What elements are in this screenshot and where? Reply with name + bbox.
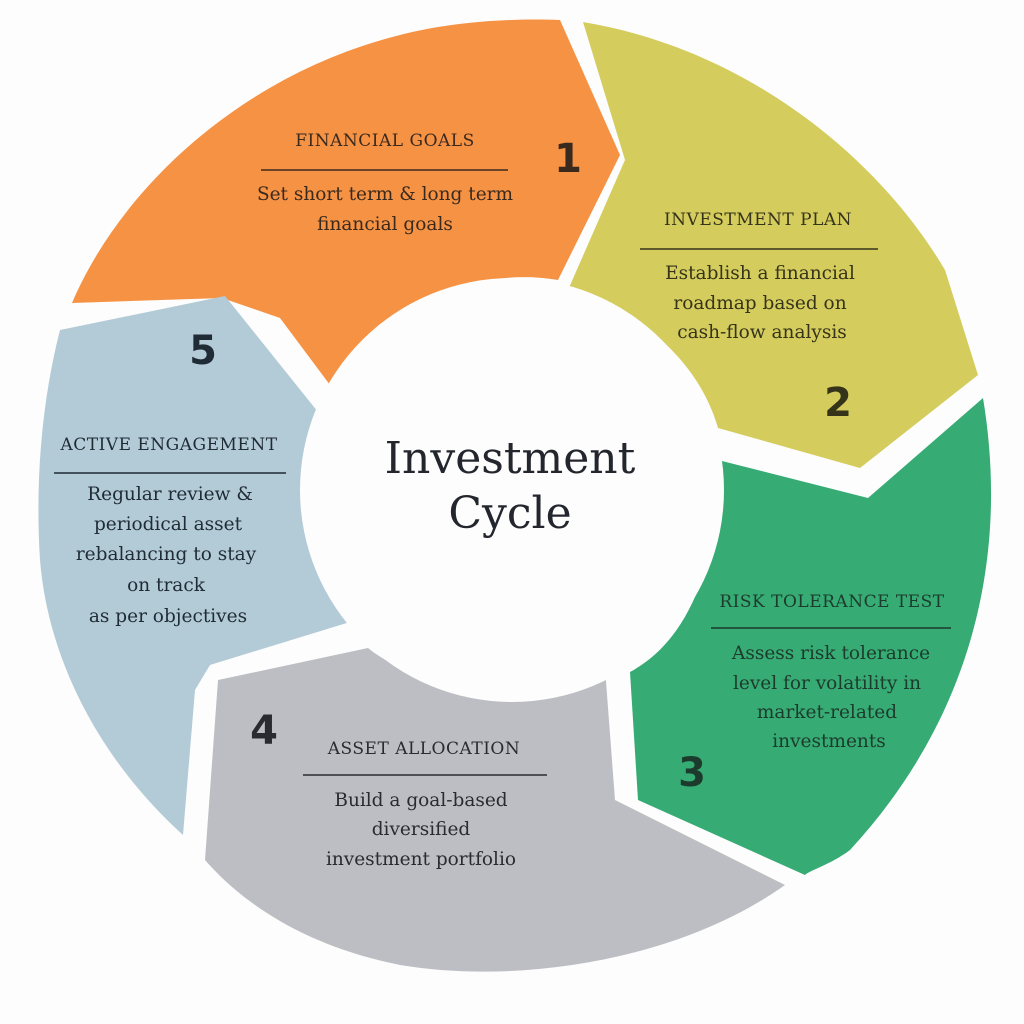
step-description-line: investments bbox=[772, 731, 886, 752]
step-description-line: Set short term & long term bbox=[257, 184, 514, 205]
step-number: 2 bbox=[824, 380, 852, 426]
step-description-line: periodical asset bbox=[94, 514, 243, 535]
step-number: 3 bbox=[678, 750, 706, 796]
step-3: RISK TOLERANCE TEST Assess risk toleranc… bbox=[678, 592, 951, 796]
step-description-line: Regular review & bbox=[87, 484, 253, 505]
step-description-line: Assess risk tolerance bbox=[731, 643, 930, 664]
step-4: 4 ASSET ALLOCATION Build a goal-based di… bbox=[250, 708, 547, 870]
step-description-line: diversified bbox=[372, 819, 471, 840]
center-title-line-1: Investment bbox=[385, 433, 636, 484]
step-description-line: cash-flow analysis bbox=[677, 322, 847, 343]
step-description-line: financial goals bbox=[317, 214, 453, 235]
step-title: ASSET ALLOCATION bbox=[327, 739, 520, 759]
step-number: 1 bbox=[554, 136, 582, 182]
step-title: INVESTMENT PLAN bbox=[664, 210, 852, 230]
segment-active-engagement bbox=[38, 296, 350, 835]
step-title: FINANCIAL GOALS bbox=[295, 131, 474, 151]
step-description-line: as per objectives bbox=[89, 606, 247, 627]
step-description-line: on track bbox=[127, 575, 206, 596]
step-description-line: investment portfolio bbox=[326, 849, 516, 870]
step-description-line: rebalancing to stay bbox=[76, 544, 257, 565]
step-number: 5 bbox=[189, 328, 217, 374]
step-2: INVESTMENT PLAN Establish a financial ro… bbox=[640, 210, 878, 426]
step-number: 4 bbox=[250, 708, 278, 754]
step-5: 5 ACTIVE ENGAGEMENT Regular review & per… bbox=[54, 328, 286, 627]
center-title-line-2: Cycle bbox=[448, 488, 571, 539]
center-circle bbox=[300, 278, 724, 702]
segment-financial-goals bbox=[72, 19, 620, 385]
segment-asset-allocation bbox=[205, 648, 785, 972]
step-description-line: Build a goal-based bbox=[334, 790, 507, 811]
step-description-line: market-related bbox=[757, 702, 897, 723]
step-description-line: roadmap based on bbox=[673, 293, 846, 314]
step-description-line: level for volatility in bbox=[733, 673, 921, 694]
segment-investment-plan bbox=[568, 22, 978, 468]
step-title: RISK TOLERANCE TEST bbox=[719, 592, 944, 612]
step-description-line: Establish a financial bbox=[665, 263, 855, 284]
step-1: 1 FINANCIAL GOALS Set short term & long … bbox=[257, 131, 582, 235]
step-title: ACTIVE ENGAGEMENT bbox=[59, 435, 277, 455]
